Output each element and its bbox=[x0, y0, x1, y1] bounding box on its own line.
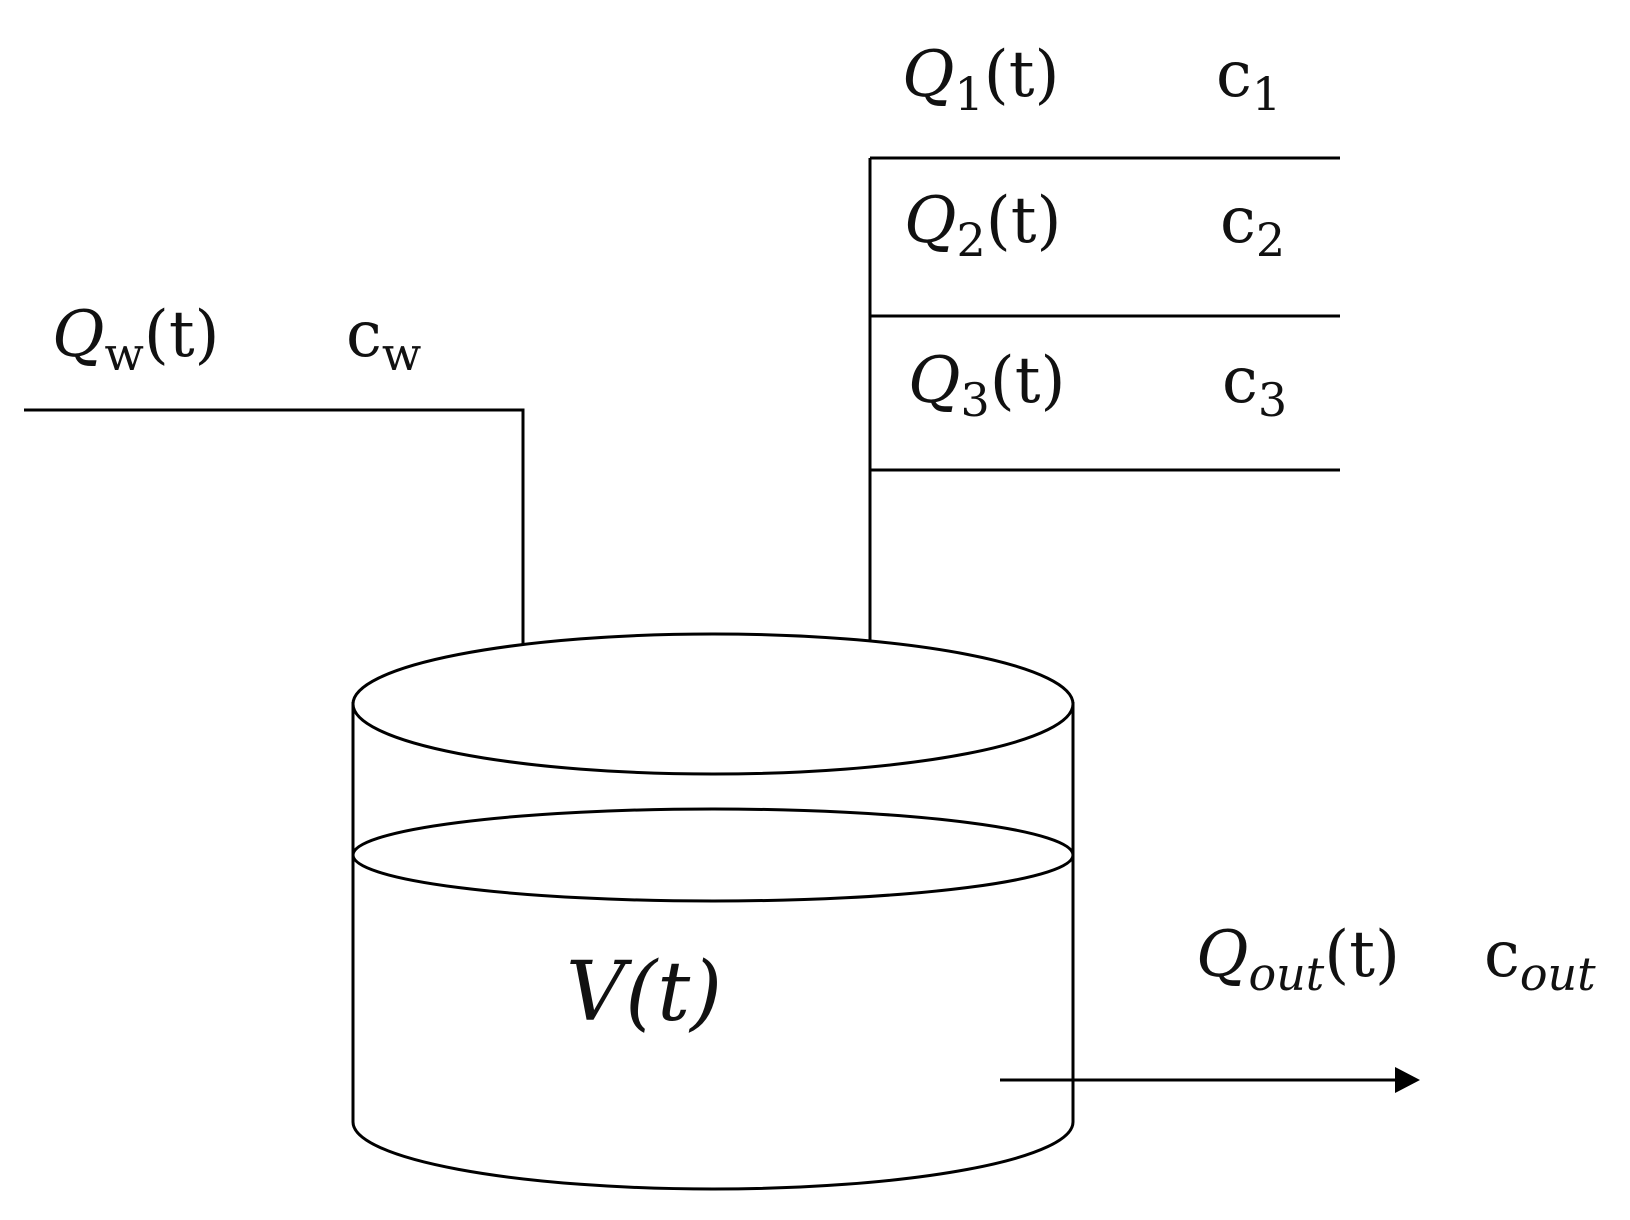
water-flow-label: Qw(t) bbox=[52, 298, 220, 381]
outflow-concentration-label: cout bbox=[1484, 918, 1596, 1001]
stream-3-concentration-label: c3 bbox=[1222, 344, 1287, 427]
outflow-flow-label: Qout(t) bbox=[1196, 918, 1400, 1001]
liquid-surface bbox=[351, 807, 1075, 903]
tank-volume-label: V(t) bbox=[566, 945, 722, 1040]
stream-2-flow-label: Q2(t) bbox=[904, 184, 1061, 267]
tank bbox=[351, 632, 1075, 1191]
stream-manifold bbox=[857, 156, 1340, 700]
stream-1-concentration-label: c1 bbox=[1216, 38, 1281, 121]
stream-2-concentration-label: c2 bbox=[1220, 184, 1285, 267]
outflow-arrowhead bbox=[1395, 1067, 1420, 1093]
outflow-pipe bbox=[1000, 1067, 1420, 1093]
tank-top-rim bbox=[351, 632, 1075, 776]
stream-1-flow-label: Q1(t) bbox=[902, 38, 1059, 121]
stream-3-flow-label: Q3(t) bbox=[908, 344, 1065, 427]
tank-bottom-rim bbox=[351, 1121, 1075, 1191]
water-concentration-label: cw bbox=[346, 298, 421, 381]
